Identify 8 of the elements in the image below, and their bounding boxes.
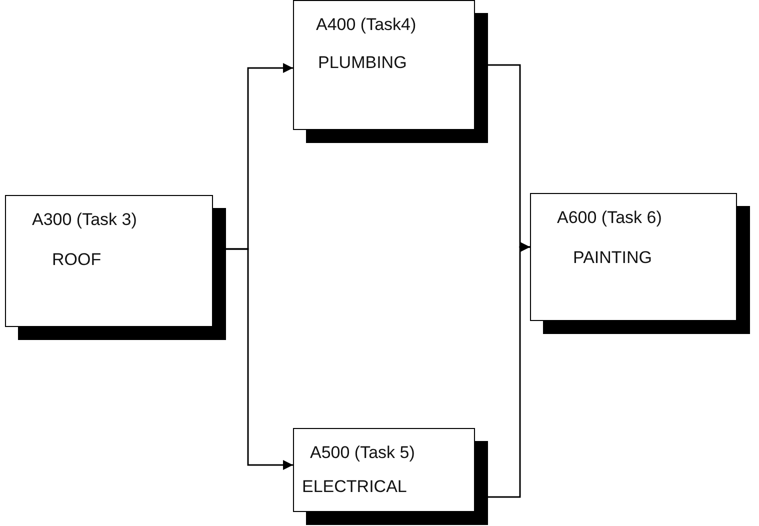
task-code: A300 (Task 3) [32, 210, 137, 230]
task-code: A600 (Task 6) [557, 208, 662, 228]
task-name: ELECTRICAL [302, 477, 407, 497]
task-name: PLUMBING [318, 53, 407, 73]
task-name: PAINTING [573, 248, 652, 268]
task-code: A500 (Task 5) [310, 443, 415, 463]
task-name: ROOF [52, 250, 102, 270]
task-code: A400 (Task4) [316, 15, 416, 35]
